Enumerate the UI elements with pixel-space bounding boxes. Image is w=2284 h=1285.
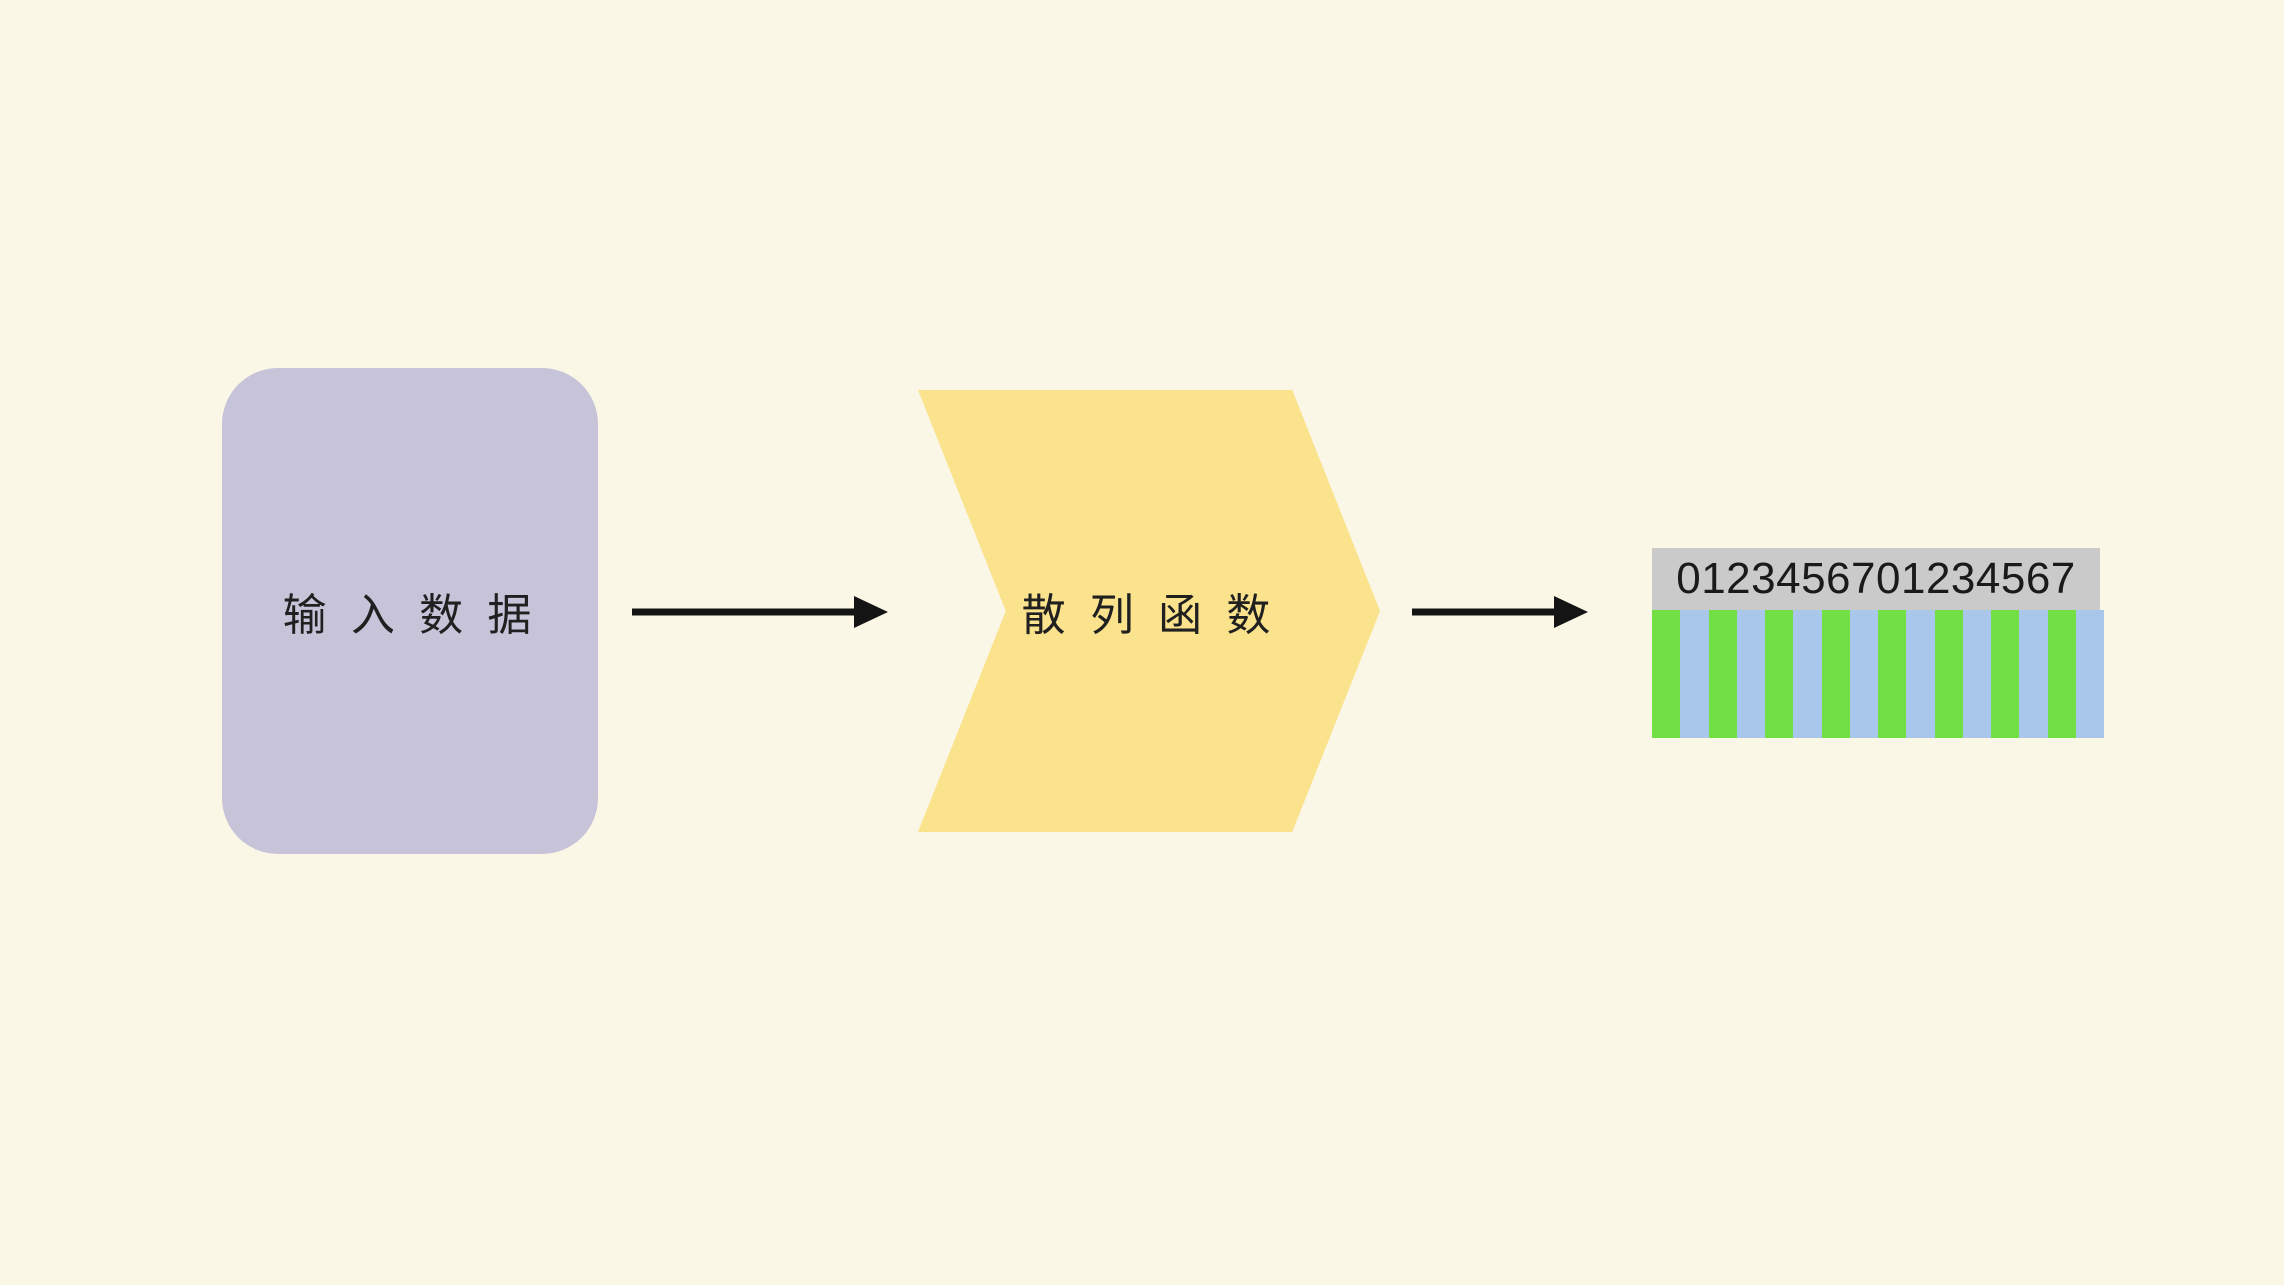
hash-output-node: 0123456701234567	[1652, 548, 2104, 738]
hash-bar-green	[1708, 610, 1737, 738]
arrow-input-to-hash	[632, 596, 888, 628]
hash-bar-green	[1821, 610, 1850, 738]
hash-bar-green	[2047, 610, 2076, 738]
hash-digits: 0123456701234567	[1652, 548, 2100, 610]
hash-bar-green	[1765, 610, 1794, 738]
arrow-hash-to-output	[1412, 596, 1588, 628]
hash-bar-green	[1934, 610, 1963, 738]
input-data-label: 输 入 数 据	[282, 591, 538, 640]
hash-bar-blue	[2019, 610, 2048, 738]
hash-function-label: 散 列 函 数	[1021, 591, 1277, 640]
hash-bar-green	[1878, 610, 1907, 738]
hash-bar-blue	[1680, 610, 1709, 738]
hash-bars	[1652, 610, 2104, 738]
hash-bar-green	[1652, 610, 1681, 738]
hash-bar-blue	[1736, 610, 1765, 738]
hash-function-node: 散 列 函 数	[918, 390, 1380, 832]
hash-bar-green	[1991, 610, 2020, 738]
hash-bar-blue	[1906, 610, 1935, 738]
hash-bar-blue	[1849, 610, 1878, 738]
hash-bar-blue	[2075, 610, 2104, 738]
arrow-head-icon	[854, 596, 888, 628]
arrow-head-icon	[1554, 596, 1588, 628]
hash-bar-blue	[1793, 610, 1822, 738]
hash-bar-blue	[1962, 610, 1991, 738]
input-data-node: 输 入 数 据	[222, 368, 598, 854]
